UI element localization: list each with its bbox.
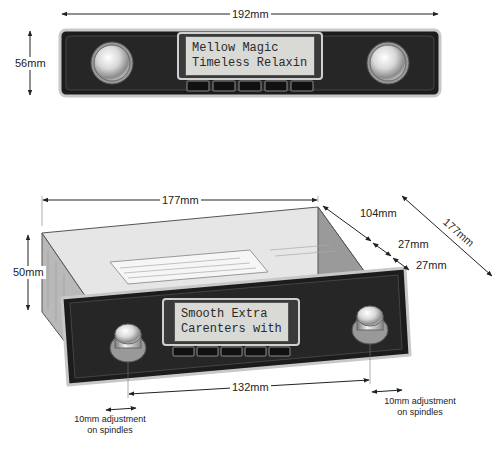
dimension-label: 192mm	[230, 8, 271, 21]
dimension-label: 50mm	[11, 266, 46, 279]
dimension-label: 177mm	[160, 194, 201, 207]
lcd-line: Timeless Relaxin	[192, 56, 308, 71]
dimension-label: 27mm	[414, 259, 449, 272]
lcd-line: Carenters with	[181, 322, 282, 337]
dimension-label: 104mm	[358, 207, 399, 220]
lcd-display: Mellow MagicTimeless Relaxin	[185, 36, 315, 76]
knob	[352, 306, 388, 344]
lcd-line: Smooth Extra	[181, 307, 282, 322]
dimension-lines	[28, 196, 492, 410]
dimension-label: 27mm	[396, 238, 431, 251]
dimension-label: 177mm	[439, 214, 478, 251]
lcd-line: Mellow Magic	[192, 41, 308, 56]
knob	[110, 324, 146, 362]
dimension-label: 56mm	[13, 57, 48, 70]
adjustment-note: 10mm adjustment on spindles	[66, 414, 154, 436]
dimension-lines	[30, 14, 438, 95]
front-view	[60, 30, 440, 96]
front-plate	[62, 268, 410, 385]
adjustment-note: 10mm adjustment on spindles	[376, 396, 464, 418]
dimension-label: 132mm	[230, 381, 271, 394]
lcd-display: Smooth ExtraCarenters with	[174, 302, 289, 342]
